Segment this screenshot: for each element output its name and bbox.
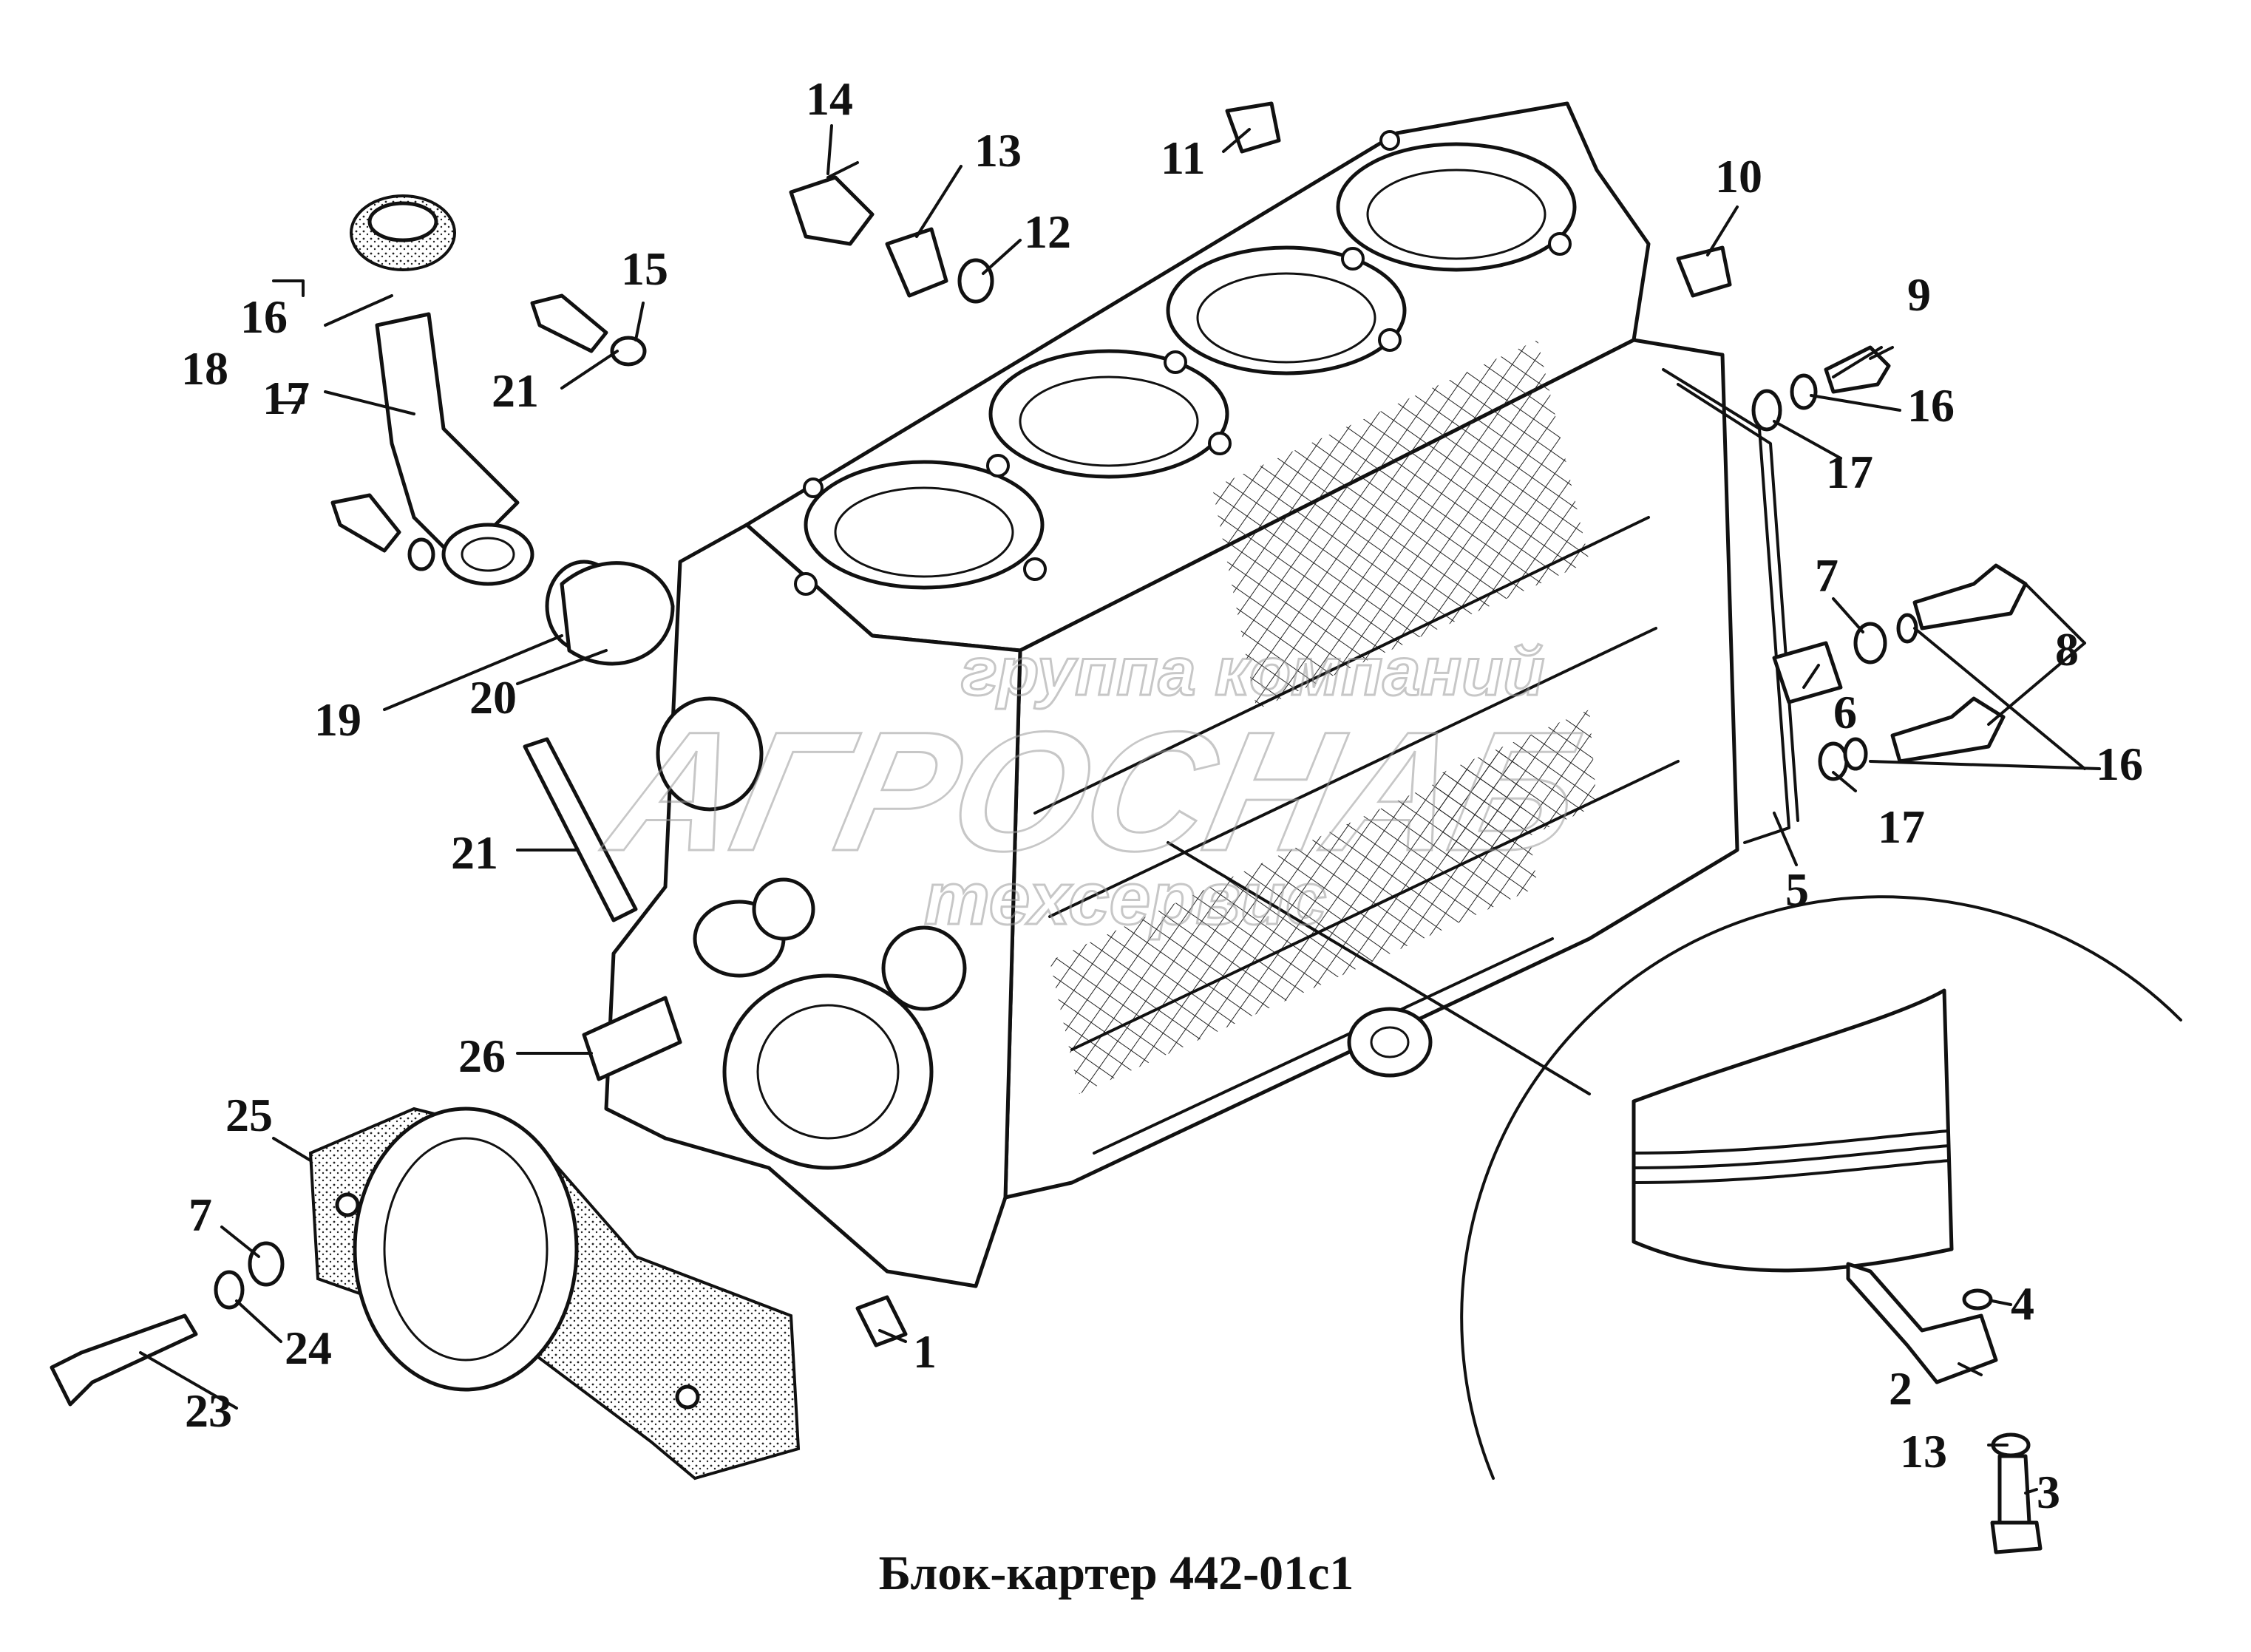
callout-5: 5 [1785, 863, 1809, 916]
callout-19: 19 [314, 693, 361, 746]
callout-16: 16 [2096, 738, 2143, 790]
callout-25: 25 [225, 1089, 273, 1141]
callout-17: 17 [1878, 800, 1925, 853]
part-bolt-left [330, 493, 401, 553]
watermark-line2: АГРОСНАБ [591, 696, 1597, 886]
callout-17: 17 [262, 372, 310, 424]
filler-neck-assembly [350, 194, 534, 586]
callout-7: 7 [189, 1189, 212, 1241]
part-25-bracket [308, 1107, 801, 1481]
callout-26: 26 [458, 1030, 506, 1082]
watermark-line1: группа компаний [961, 634, 1544, 710]
callout-11: 11 [1161, 132, 1205, 184]
part-1-bushing [855, 1295, 908, 1347]
watermark-line3: техсервис [924, 857, 1326, 940]
callout-13: 13 [974, 124, 1022, 177]
part-16-washer-upper [1790, 373, 1818, 410]
part-20-flange [560, 561, 675, 666]
callout-leaders [139, 124, 2101, 1495]
part-13-nipple [885, 227, 948, 298]
callout-18: 18 [181, 342, 228, 395]
callout-15: 15 [621, 242, 668, 295]
callout-20: 20 [469, 671, 517, 724]
liner-detail-inset [1460, 895, 2182, 1554]
callout-2: 2 [1889, 1362, 1912, 1415]
callout-14: 14 [806, 72, 853, 125]
callout-8: 8 [2055, 623, 2079, 676]
callout-3: 3 [2037, 1466, 2060, 1518]
cylinder-block [604, 101, 1799, 1288]
callout-10: 10 [1715, 150, 1762, 203]
part-8-bolt-lower [1890, 696, 2006, 764]
callout-21: 21 [492, 364, 539, 417]
callout-21: 21 [451, 826, 498, 879]
callout-23: 23 [185, 1384, 232, 1437]
callout-labels: 14 13 12 11 10 9 16 17 7 8 6 16 17 5 15 … [181, 72, 2143, 1518]
part-6-sleeve [1772, 641, 1843, 704]
callout-13: 13 [1900, 1425, 1947, 1478]
part-16-washer-lower [1843, 737, 1868, 771]
callout-4: 4 [2011, 1277, 2034, 1330]
figure-caption: Блок-картер 442-01с1 [879, 1546, 1354, 1600]
part-15-bolt [530, 293, 608, 353]
callout-1: 1 [913, 1325, 937, 1378]
callout-16: 16 [1907, 379, 1955, 432]
part-12-washer [957, 258, 994, 304]
part-23-bolt [50, 1313, 198, 1407]
part-17-washer-upper [1751, 389, 1782, 432]
inset-leader-line [1167, 841, 1591, 1095]
callout-7: 7 [1815, 549, 1839, 602]
part-21-nut-upper [610, 336, 647, 367]
part-21-pin [523, 737, 638, 922]
part-11-plug [1225, 101, 1281, 154]
part-7-washer-lower [248, 1241, 285, 1287]
callout-24: 24 [285, 1322, 332, 1374]
part-26-shaft [582, 996, 682, 1081]
part-10-plug [1676, 245, 1732, 298]
callout-6: 6 [1833, 686, 1857, 738]
callout-9: 9 [1907, 268, 1931, 321]
callout-16: 16 [240, 290, 288, 343]
part-8-bolt-upper [1912, 563, 2028, 630]
callout-12: 12 [1024, 205, 1071, 258]
callout-17: 17 [1826, 446, 1873, 498]
part-14-fitting [789, 161, 875, 246]
part-24-washer [214, 1270, 245, 1310]
watermark: группа компаний АГРОСНАБ техсервис [591, 633, 1598, 942]
part-7-washer [1853, 622, 1887, 664]
